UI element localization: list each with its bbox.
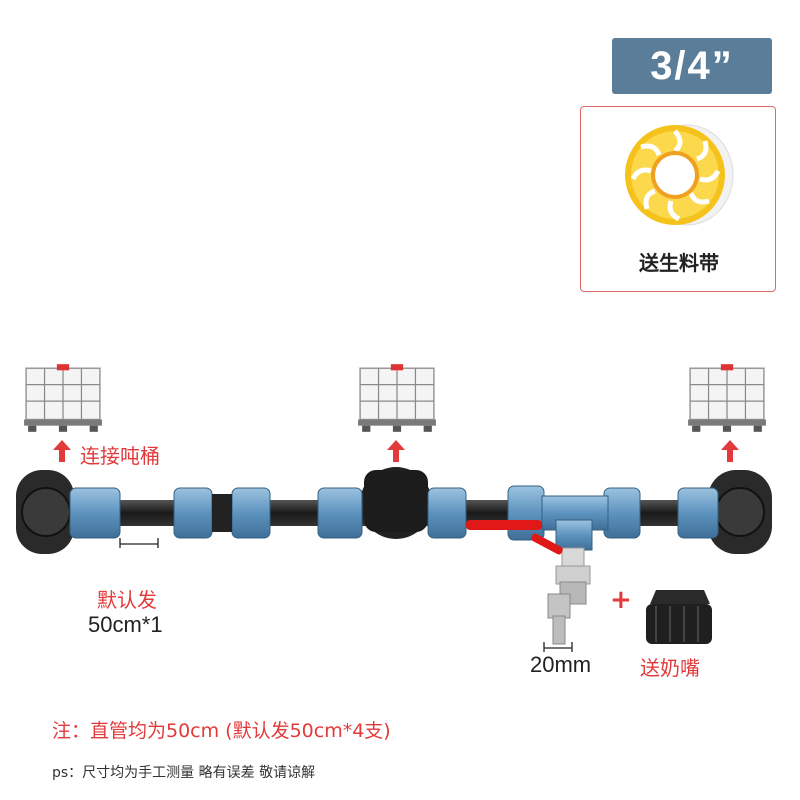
plus-sign: +	[610, 585, 632, 615]
ptfe-tape-roll-icon	[625, 124, 734, 226]
pipe-assembly-illustration	[16, 363, 772, 652]
gift-box: 送生料带	[580, 106, 776, 292]
pipe-length-label: 50cm*1	[88, 612, 163, 637]
outlet-size-label: 20mm	[530, 652, 592, 677]
ibc-tank-icon-center	[357, 363, 437, 433]
pipe-default-label: 默认发	[97, 588, 157, 612]
measurement-disclaimer: ps：尺寸均为手工测量 略有误差 敬请谅解	[52, 765, 316, 781]
ibc-tank-icon-right	[687, 363, 767, 433]
tank-connection-label: 连接吨桶	[80, 444, 160, 468]
nozzle-gift-label: 送奶嘴	[640, 656, 700, 680]
size-badge: 3/4”	[612, 38, 772, 94]
ibc-tank-icon-left	[23, 363, 103, 433]
gift-label: 送生料带	[639, 251, 719, 275]
pipe-note: 注：直管均为50cm (默认发50cm*4支)	[52, 720, 391, 742]
